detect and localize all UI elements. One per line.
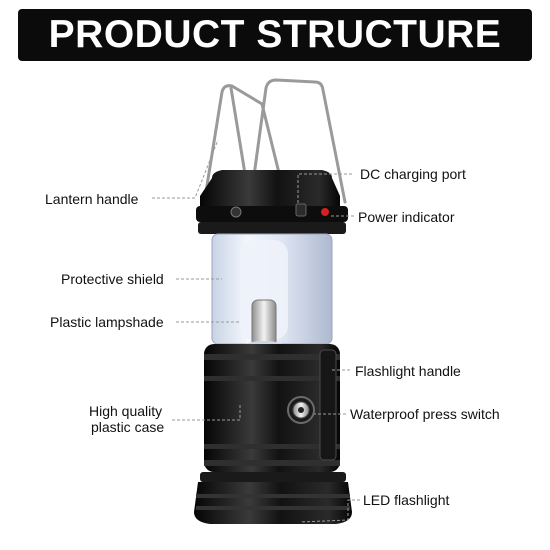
flashlight-handle-label: Flashlight handle	[355, 363, 461, 379]
page-title: PRODUCT STRUCTURE	[48, 13, 502, 56]
dc-port-icon	[295, 203, 307, 217]
title-banner: PRODUCT STRUCTURE	[18, 9, 532, 61]
dc-charging-port-label: DC charging port	[360, 166, 466, 182]
plastic-case-label-line1: High quality	[89, 403, 163, 419]
flashlight-handle-grip	[319, 349, 337, 461]
leader-lines	[152, 139, 360, 523]
top-cap	[196, 170, 348, 234]
power-indicator-label: Power indicator	[358, 209, 455, 225]
lantern-body	[204, 344, 340, 472]
lantern-base	[194, 472, 352, 524]
plastic-lampshade-label: Plastic lampshade	[50, 314, 164, 330]
wire-handle	[203, 78, 347, 207]
press-switch-label: Waterproof press switch	[350, 406, 500, 422]
power-indicator-icon	[321, 208, 329, 216]
lampshade	[211, 233, 333, 351]
lantern-handle-label: Lantern handle	[45, 191, 139, 207]
protective-shield-label: Protective shield	[61, 271, 164, 287]
handle-hinge-icon	[230, 206, 242, 218]
led-flashlight-label: LED flashlight	[363, 492, 450, 508]
plastic-case-label-line2: plastic case	[91, 419, 165, 435]
